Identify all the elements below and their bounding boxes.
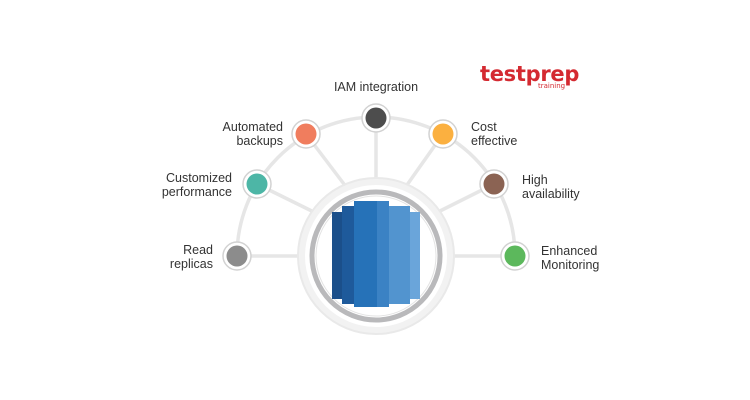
testprep-logo: testprep training [480, 62, 579, 90]
feature-node-cost-effective [428, 119, 458, 149]
feature-label-automated-backups: Automated backups [222, 120, 283, 148]
feature-node-automated-backups [291, 119, 321, 149]
brand-name: testprep [480, 62, 580, 86]
feature-label-cost-effective: Cost effective [471, 120, 518, 148]
feature-node-enhanced-monitoring [500, 241, 530, 271]
feature-node-customized-performance [242, 169, 272, 199]
feature-node-high-availability [479, 169, 509, 199]
feature-label-iam-integration: IAM integration [333, 80, 419, 94]
feature-label-customized-performance: Customized performance [161, 171, 232, 199]
feature-label-enhanced-monitoring: Enhanced Monitoring [541, 244, 600, 272]
feature-node-iam-integration [361, 103, 391, 133]
feature-node-read-replicas [222, 241, 252, 271]
database-icon [332, 201, 420, 307]
feature-label-high-availability: High availability [522, 173, 580, 201]
feature-label-read-replicas: Read replicas [169, 243, 213, 271]
brand-tagline: training [537, 82, 566, 90]
